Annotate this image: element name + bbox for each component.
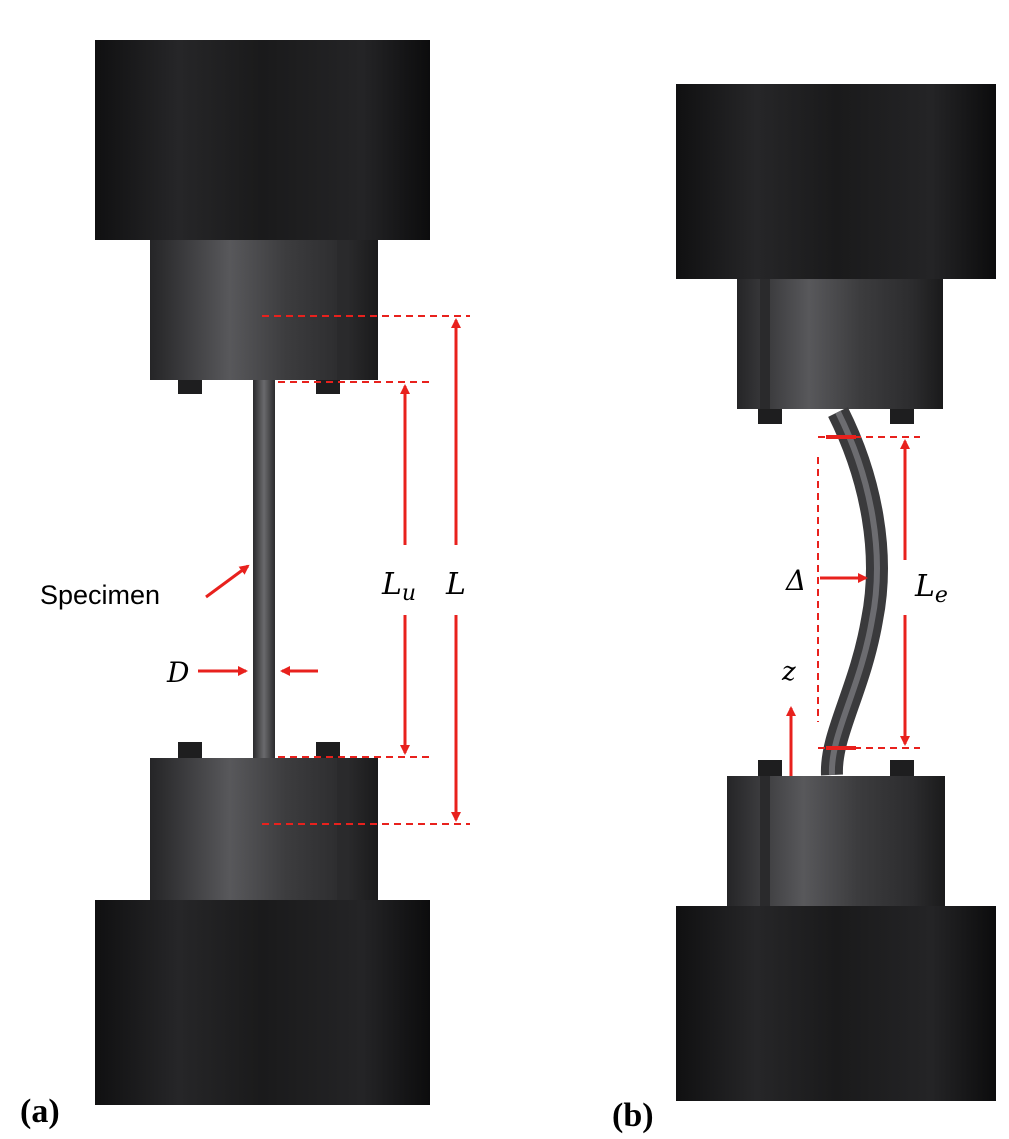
bottom-collet-rib-a xyxy=(337,758,347,900)
z-label: z xyxy=(781,657,796,687)
le-label: Le xyxy=(914,569,948,608)
top-pin-left-b xyxy=(758,409,782,424)
top-collet-rib-a xyxy=(337,240,347,380)
bottom-collet-rib-b xyxy=(760,776,770,906)
panel-b: Δ z Le (b) xyxy=(612,84,996,1134)
le-label-sub: e xyxy=(935,583,948,608)
bottom-pin-right-b xyxy=(890,760,914,776)
top-collet-b xyxy=(737,279,943,409)
le-label-main: L xyxy=(914,569,935,604)
delta-label: Δ xyxy=(785,564,806,597)
lu-label-main: L xyxy=(381,567,402,602)
panel-a: Specimen D Lu L (a) xyxy=(20,40,470,1130)
bottom-pin-left-a xyxy=(178,742,202,758)
l-label: L xyxy=(445,567,466,602)
top-pin-left-a xyxy=(178,380,202,394)
specimen-buckled-highlight-b xyxy=(828,410,880,776)
panel-b-tag: (b) xyxy=(612,1097,654,1134)
bottom-crosshead-b xyxy=(676,906,996,1101)
bottom-pin-left-b xyxy=(758,760,782,776)
specimen-buckled-b xyxy=(820,407,888,776)
lu-label: Lu xyxy=(381,567,416,606)
top-crosshead-b xyxy=(676,84,996,279)
bottom-collet-b xyxy=(727,776,945,906)
top-collet-rib-b xyxy=(760,279,770,409)
top-pin-right-a xyxy=(316,380,340,394)
bottom-pin-right-a xyxy=(316,742,340,758)
lu-label-sub: u xyxy=(402,581,416,606)
specimen-pointer-a xyxy=(205,564,250,599)
specimen-label: Specimen xyxy=(40,580,160,610)
top-pin-right-b xyxy=(890,409,914,424)
bottom-crosshead-a xyxy=(95,900,430,1105)
top-crosshead-a xyxy=(95,40,430,240)
d-label: D xyxy=(166,656,189,689)
panel-a-tag: (a) xyxy=(20,1093,60,1130)
specimen-rod-a xyxy=(253,380,275,758)
